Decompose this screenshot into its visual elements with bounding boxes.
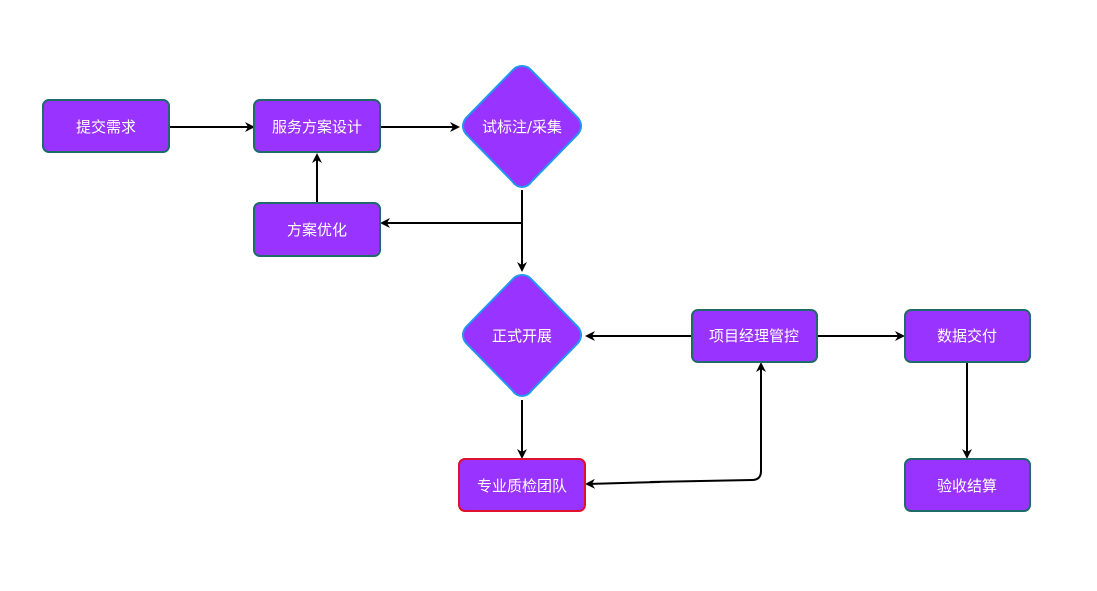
edges: [169, 122, 972, 489]
node-acceptance[interactable]: 验收结算: [904, 458, 1031, 512]
edge-trial-to-optimize: [380, 190, 523, 228]
node-pm-control[interactable]: 项目经理管控: [691, 309, 818, 363]
node-label-service-design: 服务方案设计: [272, 118, 362, 136]
node-formal-start[interactable]: 正式开展: [462, 273, 582, 398]
node-label-formal-start: 正式开展: [492, 327, 552, 345]
edge-pm-to-qa: [585, 478, 661, 489]
node-qa-team[interactable]: 专业质检团队: [458, 458, 586, 512]
node-label-submit-request: 提交需求: [76, 118, 136, 136]
node-label-pm-control: 项目经理管控: [709, 327, 799, 345]
node-plan-optimize[interactable]: 方案优化: [253, 202, 381, 257]
node-service-design[interactable]: 服务方案设计: [253, 99, 381, 153]
node-data-delivery[interactable]: 数据交付: [904, 309, 1031, 363]
nodes: 提交需求 服务方案设计 试标注/采集 方案优化 正式开展 项目经理管控 数据交付: [42, 64, 1031, 512]
node-label-qa-team: 专业质检团队: [477, 477, 567, 495]
edge-qa-to-pm: [649, 362, 766, 483]
node-label-trial-label: 试标注/采集: [482, 118, 562, 136]
node-label-data-delivery: 数据交付: [937, 327, 997, 345]
node-submit-request[interactable]: 提交需求: [42, 99, 170, 153]
node-label-plan-optimize: 方案优化: [287, 221, 347, 239]
node-label-acceptance: 验收结算: [937, 477, 997, 495]
node-trial-label[interactable]: 试标注/采集: [462, 64, 582, 189]
